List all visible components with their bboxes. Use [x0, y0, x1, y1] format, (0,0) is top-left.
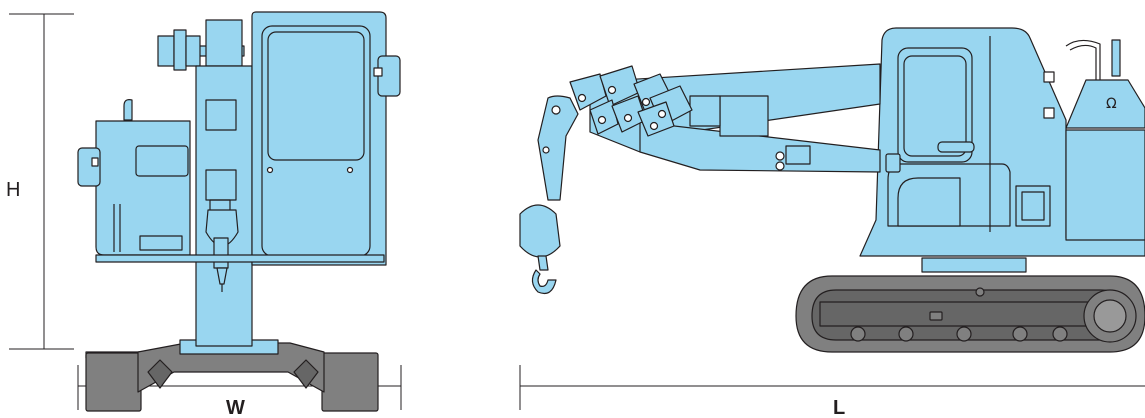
engine-cover [95, 120, 191, 256]
boom-lower [639, 121, 881, 173]
omega-symbol: Ω [1106, 96, 1117, 112]
side-track [795, 275, 1145, 353]
boom-mast [195, 65, 253, 347]
turntable [921, 257, 1027, 273]
rear-housing [1065, 129, 1145, 241]
side-boom [569, 63, 881, 173]
left-track [85, 352, 142, 412]
jib [537, 95, 579, 201]
side-mirror [77, 147, 101, 187]
width-label: W [226, 397, 245, 418]
jib-and-hook [519, 95, 579, 295]
hook [531, 269, 557, 295]
hook-block-side [519, 204, 561, 258]
front-base [95, 254, 385, 263]
side-view: Ω [519, 27, 1145, 353]
right-track [321, 352, 379, 412]
height-label: H [6, 179, 20, 201]
front-view [77, 11, 401, 412]
exhaust-pipe [123, 99, 133, 121]
engine-housing [77, 99, 191, 256]
cab-window-glass [267, 31, 365, 161]
cab-front [251, 11, 401, 266]
side-upper: Ω [859, 27, 1145, 273]
length-label: L [833, 397, 845, 418]
boom-cylinder [719, 95, 769, 137]
cab-side-window-upper [897, 47, 973, 163]
boom-assembly [157, 19, 253, 347]
front-undercarriage [85, 339, 379, 412]
